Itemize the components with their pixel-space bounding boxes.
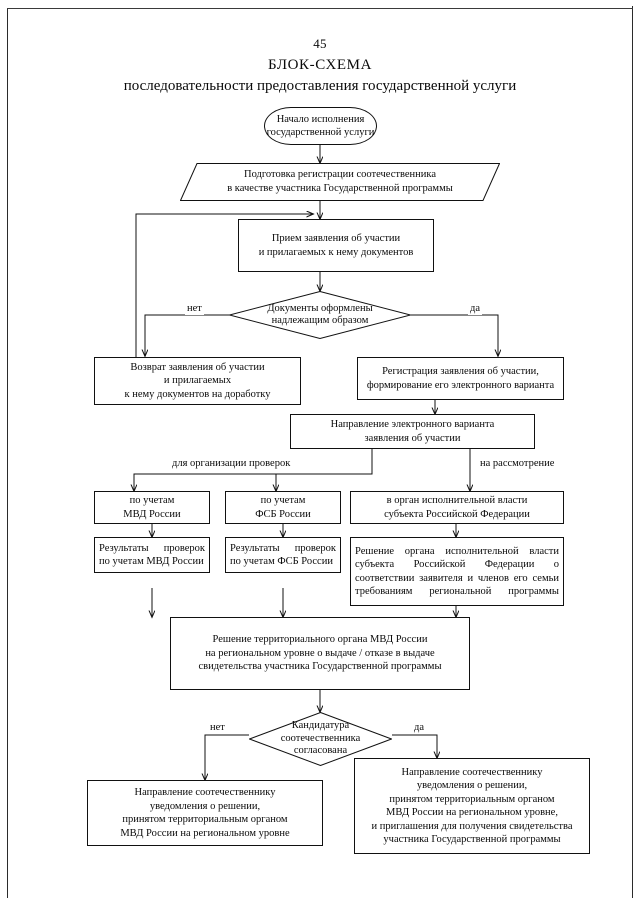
node-mvd-records-line2: МВД России [123, 508, 181, 520]
page-frame-top [7, 8, 633, 9]
node-fsb-records[interactable]: по учетам ФСБ России [225, 491, 341, 524]
node-send-line1: Направление электронного варианта [330, 419, 495, 430]
edge-label-for-review: на рассмотрение [478, 458, 557, 470]
node-register[interactable]: Регистрация заявления об участии, формир… [357, 357, 564, 400]
node-register-line1: Регистрация заявления об участии, [382, 366, 539, 377]
page-frame-left [7, 8, 8, 898]
diamond-shape [249, 712, 392, 766]
node-territorial-line3: свидетельства участника Государственной … [198, 661, 442, 673]
node-mvd-results-text: Результаты проверок по учетам МВД России [99, 542, 205, 568]
node-start[interactable]: Начало исполнения государственной услуги [264, 107, 377, 145]
edge-label-check-no: нет [185, 303, 204, 315]
node-prepare-line1: Подготовка регистрации соотечественника [244, 169, 436, 180]
node-check-line1: Документы оформлены [267, 302, 373, 314]
node-send-electronic[interactable]: Направление электронного варианта заявле… [290, 414, 535, 449]
node-start-line2: государственной услуги [266, 127, 375, 138]
node-register-line2: формирование его электронного варианта [366, 379, 555, 391]
node-territorial-decision[interactable]: Решение территориального органа МВД Росс… [170, 617, 470, 690]
node-exec-decision-text: Решение органа исполнительной власти суб… [355, 545, 559, 598]
node-receive-line2: и прилагаемых к нему документов [258, 246, 414, 258]
node-return-documents[interactable]: Возврат заявления об участии и прилагаем… [94, 357, 301, 405]
node-candidate-approved[interactable]: Кандидатура соотечественника согласована [249, 712, 392, 766]
node-return-line3: к нему документов на доработку [124, 388, 271, 400]
node-mvd-records-line1: по учетам [129, 495, 175, 506]
page-number: 45 [313, 36, 327, 51]
node-notify-refuse-line1: Направление соотечественнику [134, 787, 276, 798]
node-fsb-records-line2: ФСБ России [255, 508, 311, 520]
node-fsb-records-line1: по учетам [260, 495, 306, 506]
node-notify-acceptance[interactable]: Направление соотечественнику уведомления… [354, 758, 590, 854]
node-exec-body-line1: в орган исполнительной власти [386, 495, 528, 506]
node-prepare[interactable]: Подготовка регистрации соотечественника … [180, 163, 500, 201]
node-territorial-line1: Решение территориального органа МВД Росс… [212, 634, 428, 646]
node-receive[interactable]: Прием заявления об участии и прилагаемых… [238, 219, 434, 272]
node-notify-refuse-line3: принятом территориальным органом [122, 814, 288, 825]
node-candidate-line2: соотечественника [280, 732, 361, 744]
node-notify-accept-line3: принятом территориальным органом [389, 793, 555, 805]
node-return-line2: и прилагаемых [163, 375, 232, 387]
node-candidate-line3: согласована [293, 745, 348, 757]
node-notify-refuse-line2: уведомления о решении, [149, 800, 261, 812]
node-mvd-results[interactable]: Результаты проверок по учетам МВД России [94, 537, 210, 573]
page-frame-right [632, 6, 633, 898]
node-receive-line1: Прием заявления об участии [271, 233, 401, 244]
edge-label-check-yes: да [468, 303, 483, 315]
parallelogram-shape [180, 163, 500, 201]
page-title: БЛОК-СХЕМА [267, 57, 373, 73]
node-notify-accept-line5: и приглашения для получения свидетельств… [371, 820, 573, 832]
node-prepare-line2: в качестве участника Государственной про… [227, 183, 453, 194]
edge-label-candidate-no: нет [208, 722, 227, 734]
node-fsb-results-text: Результаты проверок по учетам ФСБ России [230, 542, 336, 568]
page-subtitle: последовательности предоставления госуда… [123, 78, 517, 94]
node-notify-accept-line6: участника Государственной программы [383, 834, 561, 845]
node-notify-refuse-line4: МВД России на региональном уровне [120, 827, 290, 839]
node-executive-decision[interactable]: Решение органа исполнительной власти суб… [350, 537, 564, 606]
node-notify-accept-line1: Направление соотечественнику [401, 766, 543, 778]
node-return-line1: Возврат заявления об участии [130, 361, 265, 373]
node-territorial-line2: на региональном уровне о выдаче / отказе… [205, 647, 435, 659]
node-notify-accept-line4: МВД России на региональном уровне, [386, 807, 558, 818]
node-candidate-line1: Кандидатура [291, 720, 350, 732]
node-mvd-records[interactable]: по учетам МВД России [94, 491, 210, 524]
node-start-line1: Начало исполнения [276, 113, 365, 125]
node-executive-body[interactable]: в орган исполнительной власти субъекта Р… [350, 491, 564, 524]
diamond-shape [229, 291, 411, 339]
node-notify-accept-line2: уведомления о решении, [416, 780, 528, 791]
node-check-line2: надлежащим образом [271, 315, 369, 326]
node-send-line2: заявления об участии [364, 432, 461, 444]
node-exec-body-line2: субъекта Российской Федерации [384, 508, 530, 520]
node-fsb-results[interactable]: Результаты проверок по учетам ФСБ России [225, 537, 341, 573]
edge-label-for-checks: для организации проверок [170, 458, 293, 470]
edge-label-candidate-yes: да [412, 722, 427, 734]
node-notify-refusal[interactable]: Направление соотечественнику уведомления… [87, 780, 323, 846]
node-check-documents[interactable]: Документы оформлены надлежащим образом [229, 291, 411, 339]
